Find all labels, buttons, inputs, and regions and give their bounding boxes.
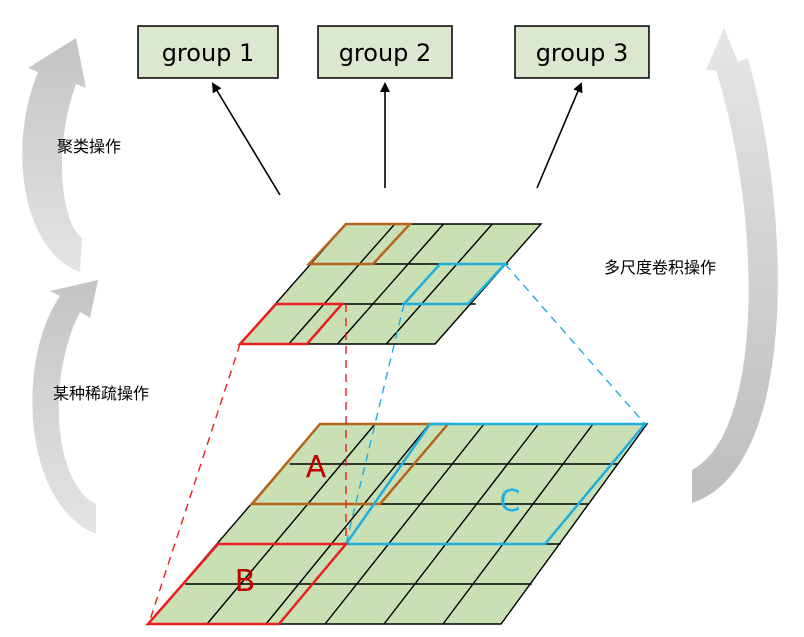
region-label-b: B [235, 564, 256, 599]
top-region-b [237, 302, 345, 346]
sparse-curved-arrow [32, 280, 98, 534]
bottom-region-a [249, 422, 451, 506]
group-label-3: group 3 [536, 39, 629, 67]
group-box-1: group 1 [137, 25, 279, 79]
bottom-grid [146, 423, 649, 625]
clustering-curved-arrow [22, 38, 86, 272]
region-label-a: A [306, 450, 327, 485]
arrow-to-group-3 [536, 82, 583, 189]
group-box-2: group 2 [317, 25, 453, 79]
sparse-operation-label: 某种稀疏操作 [53, 384, 149, 403]
bottom-region-b [145, 542, 349, 626]
multiscale-conv-label: 多尺度卷积操作 [604, 258, 716, 277]
bottom-region-c [343, 422, 648, 546]
clustering-label: 聚类操作 [57, 137, 121, 156]
projection-line-c-right [504, 263, 646, 425]
top-region-a [306, 222, 413, 266]
top-grid [238, 223, 543, 345]
group-label-2: group 2 [339, 39, 432, 67]
group-label-1: group 1 [162, 39, 255, 67]
multiscale-curved-arrow [692, 28, 778, 503]
top-region-c [401, 262, 508, 306]
projection-line-b-left [149, 343, 241, 621]
arrow-to-group-1 [211, 82, 281, 196]
group-box-3: group 3 [514, 25, 650, 79]
region-label-c: C [500, 484, 521, 519]
